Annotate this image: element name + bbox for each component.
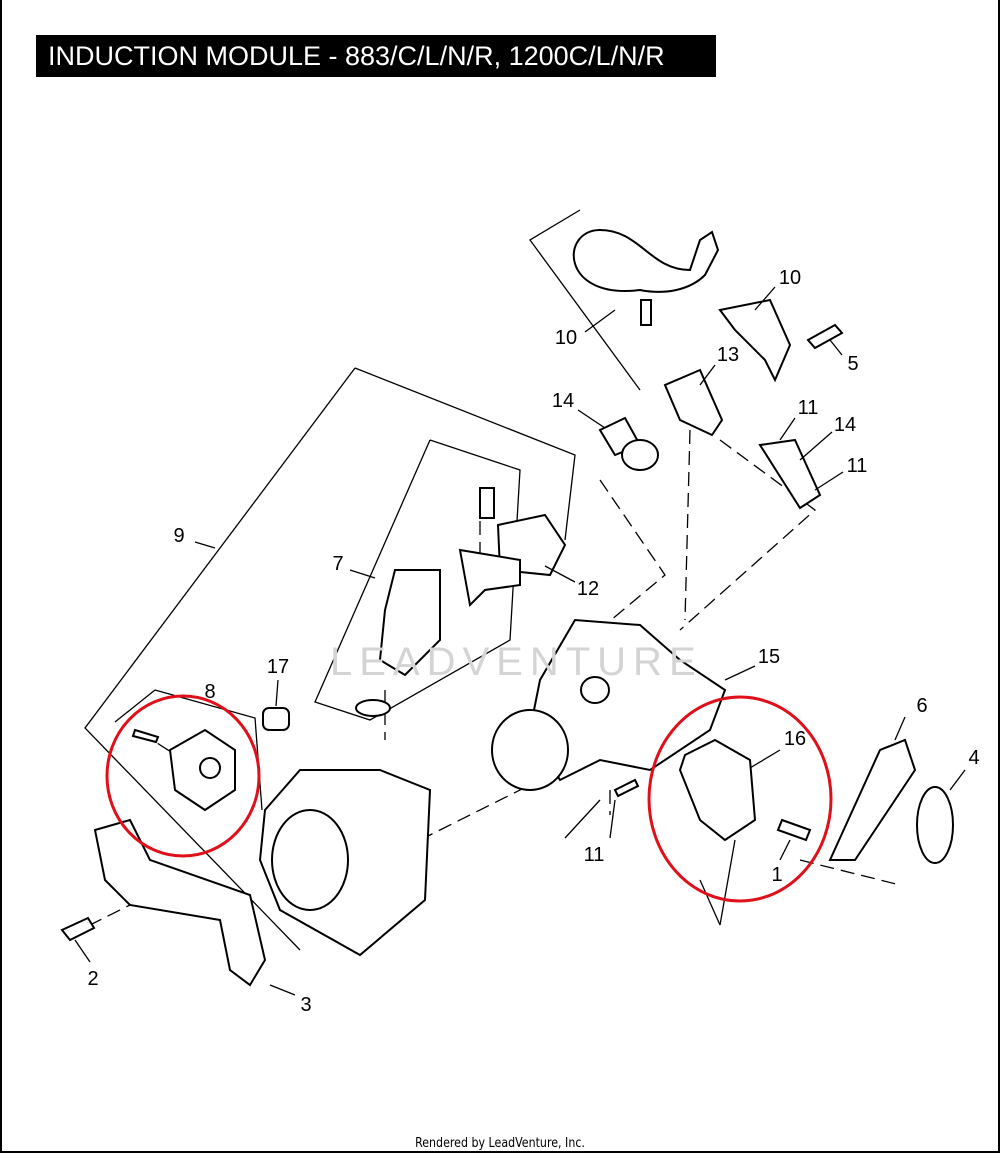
part-1-screw (776, 818, 812, 842)
callout-9: 9 (173, 525, 184, 547)
part-6-gasket (828, 738, 917, 861)
assembly-line (684, 429, 691, 621)
callout-14: 14 (552, 390, 574, 412)
bracket-group-7 (314, 439, 521, 721)
part-3-bracket (93, 818, 267, 987)
callout-7: 7 (332, 553, 343, 575)
callout-5: 5 (847, 353, 858, 375)
part-13-fuel-injector-upper (663, 368, 724, 437)
diagram-title: INDUCTION MODULE - 883/C/L/N/R, 1200C/L/… (36, 35, 716, 77)
callout-10: 10 (555, 327, 577, 349)
part-throttle-bore (271, 809, 349, 911)
callout-12: 12 (577, 578, 599, 600)
watermark: LEADVENTURE (330, 640, 703, 684)
callout-3: 3 (300, 994, 311, 1016)
assembly-line (69, 889, 161, 936)
bracket-group-9-lower (84, 367, 356, 951)
part-hose-fitting (640, 299, 652, 326)
part-injector-cup (621, 439, 659, 471)
part-2-screw (60, 916, 96, 942)
part-fuel-hose (572, 228, 720, 293)
part-17-bushing (262, 707, 290, 731)
part-tps-center (199, 757, 221, 779)
part-screw (479, 487, 495, 519)
part-5-screw (806, 323, 844, 350)
callout-11: 11 (798, 397, 819, 419)
callout-16: 16 (784, 728, 806, 750)
bracket-group-8b (114, 689, 156, 723)
callout-4: 4 (968, 747, 979, 769)
part-manifold-port (580, 676, 610, 704)
callout-17: 17 (267, 656, 289, 678)
callout-11: 11 (584, 844, 605, 866)
bracket-hose (529, 209, 641, 391)
part-12-bracket (458, 548, 521, 608)
bracket-group-9 (354, 367, 576, 541)
callout-8: 8 (204, 681, 215, 703)
callout-2: 2 (87, 968, 98, 990)
callout-14: 14 (834, 414, 856, 436)
callout-11: 11 (847, 455, 868, 477)
part-4-seal-ring (916, 786, 954, 864)
part-10-bracket (718, 298, 792, 383)
assembly-line (679, 439, 817, 631)
assembly-line (799, 859, 901, 886)
callout-1: 1 (771, 864, 782, 886)
part-16-map-sensor (678, 738, 757, 842)
footer-credit: Rendered by LeadVenture, Inc. (415, 1136, 585, 1151)
part-tps-screw (131, 728, 160, 744)
callout-10: 10 (779, 267, 801, 289)
highlight-circle-tps (105, 694, 261, 858)
callout-13: 13 (717, 344, 739, 366)
callout-6: 6 (916, 695, 927, 717)
leader-lines (74, 286, 966, 996)
part-7-iac-valve (378, 569, 441, 677)
part-11-fuel-injector (758, 438, 822, 510)
part-o-ring (355, 699, 391, 717)
callout-15: 15 (758, 646, 780, 668)
part-11-screw (613, 778, 640, 798)
part-manifold-seal (491, 709, 569, 791)
highlight-circle-map-sensor (647, 695, 833, 903)
